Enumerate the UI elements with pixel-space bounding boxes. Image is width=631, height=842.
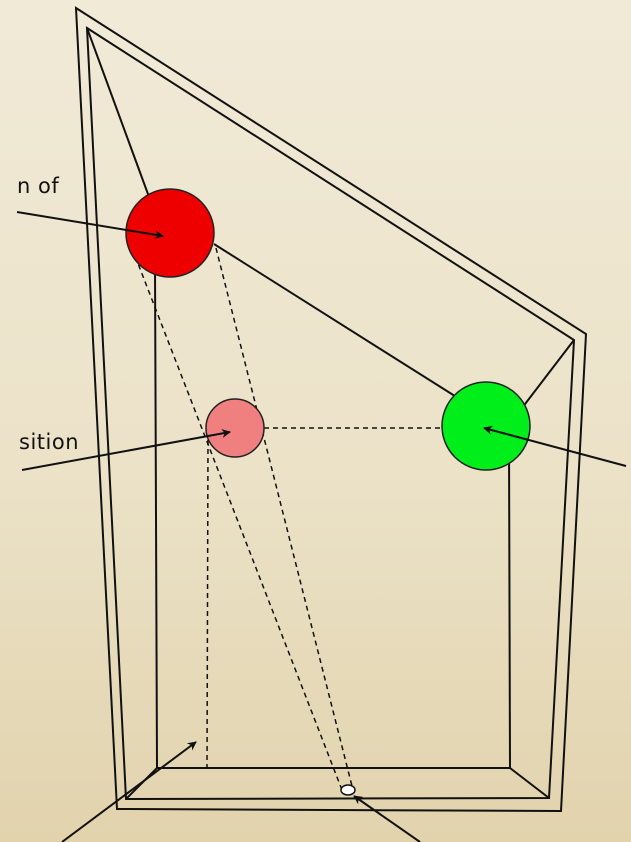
- red-point: [125, 188, 215, 278]
- outer-frame: [74, 6, 588, 813]
- arrow-to-floor-corner: [61, 741, 197, 842]
- arrow-to-green: [483, 425, 627, 467]
- projection-lines: [131, 247, 444, 791]
- edge-top-to-red: [86, 27, 153, 206]
- arrow-to-red: [16, 211, 164, 240]
- back-wall: [154, 264, 512, 769]
- floor-point: [340, 784, 356, 796]
- edge-red-to-green: [213, 243, 459, 399]
- floor-edge-right: [509, 767, 550, 799]
- pointer-arrows: [16, 211, 627, 842]
- pink-point-label: sition: [19, 430, 79, 454]
- arrow-to-floor-point: [353, 795, 421, 842]
- edge-green-to-corner: [521, 339, 575, 409]
- red-point-label: n of: [17, 174, 59, 198]
- green-point: [441, 381, 531, 471]
- arrow-to-pink: [21, 429, 231, 471]
- pink-point: [205, 398, 265, 458]
